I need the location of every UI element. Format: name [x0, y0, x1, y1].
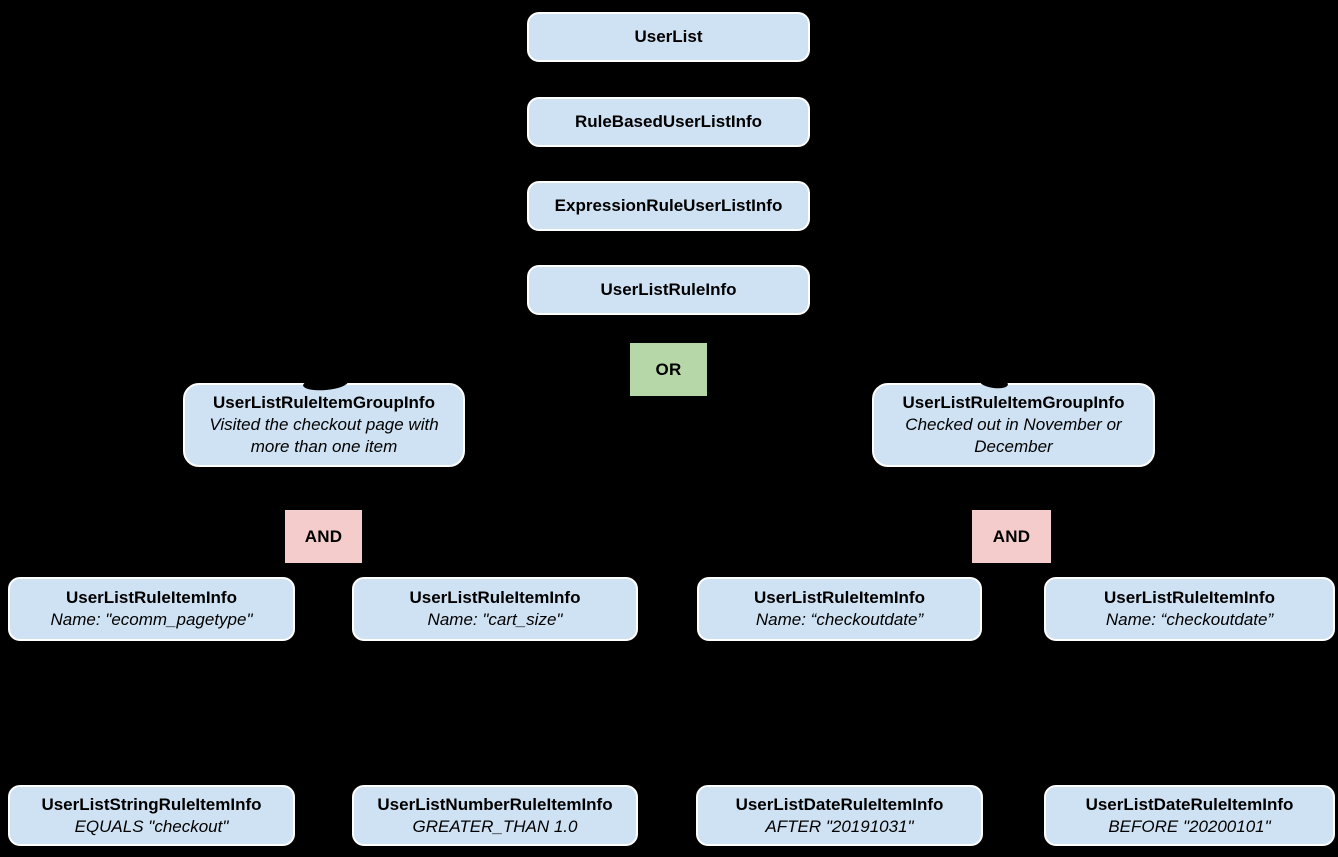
node-label: UserListRuleItemGroupInfo: [902, 393, 1125, 412]
node-description: Visited the checkout page with more than…: [209, 415, 439, 456]
operator-label: AND: [992, 526, 1031, 546]
node-rule-item-cart-size: UserListRuleItemInfo Name: "cart_size": [352, 577, 638, 641]
node-description: Checked out in November or December: [905, 415, 1122, 456]
node-label: UserListRuleItemInfo: [1104, 588, 1275, 607]
node-label: ExpressionRuleUserListInfo: [554, 196, 783, 215]
node-label: UserListRuleItemInfo: [754, 588, 925, 607]
node-rule-item-ecomm-pagetype: UserListRuleItemInfo Name: "ecomm_pagety…: [8, 577, 295, 641]
node-rule-item-group-right: UserListRuleItemGroupInfo Checked out in…: [872, 383, 1155, 467]
node-detail: GREATER_THAN 1.0: [412, 816, 578, 836]
node-string-rule-item: UserListStringRuleItemInfo EQUALS "check…: [8, 785, 295, 846]
node-rule-item-checkoutdate-1: UserListRuleItemInfo Name: “checkoutdate…: [697, 577, 982, 641]
node-label: UserListStringRuleItemInfo: [41, 794, 262, 814]
operator-or: OR: [630, 343, 707, 396]
node-rule-item-checkoutdate-2: UserListRuleItemInfo Name: “checkoutdate…: [1044, 577, 1335, 641]
node-detail: BEFORE "20200101": [1108, 816, 1271, 836]
operator-label: AND: [304, 526, 343, 546]
node-rule-item-group-left: UserListRuleItemGroupInfo Visited the ch…: [183, 383, 465, 467]
node-detail: Name: "cart_size": [427, 610, 563, 629]
node-detail: Name: “checkoutdate”: [1105, 610, 1274, 629]
node-user-list-rule-info: UserListRuleInfo: [527, 265, 810, 315]
operator-label: OR: [655, 359, 682, 379]
node-label: RuleBasedUserListInfo: [574, 112, 763, 131]
operator-and-right: AND: [972, 510, 1051, 563]
node-label: UserList: [634, 27, 703, 46]
node-expression-rule-user-list-info: ExpressionRuleUserListInfo: [527, 181, 810, 231]
node-detail: Name: "ecomm_pagetype": [50, 610, 253, 629]
node-label: UserListRuleInfo: [600, 280, 737, 299]
node-date-rule-item-after: UserListDateRuleItemInfo AFTER "20191031…: [696, 785, 983, 846]
node-label: UserListDateRuleItemInfo: [735, 794, 944, 814]
node-label: UserListRuleItemGroupInfo: [213, 393, 435, 412]
node-detail: Name: “checkoutdate”: [755, 610, 924, 629]
node-userlist: UserList: [527, 12, 810, 62]
node-label: UserListDateRuleItemInfo: [1085, 794, 1294, 814]
node-detail: AFTER "20191031": [765, 816, 914, 836]
node-detail: EQUALS "checkout": [74, 816, 229, 836]
node-label: UserListRuleItemInfo: [409, 588, 581, 607]
operator-and-left: AND: [285, 510, 362, 563]
node-label: UserListNumberRuleItemInfo: [377, 794, 613, 814]
node-date-rule-item-before: UserListDateRuleItemInfo BEFORE "2020010…: [1044, 785, 1335, 846]
node-rule-based-user-list-info: RuleBasedUserListInfo: [527, 97, 810, 147]
node-label: UserListRuleItemInfo: [66, 588, 237, 607]
node-number-rule-item: UserListNumberRuleItemInfo GREATER_THAN …: [352, 785, 638, 846]
